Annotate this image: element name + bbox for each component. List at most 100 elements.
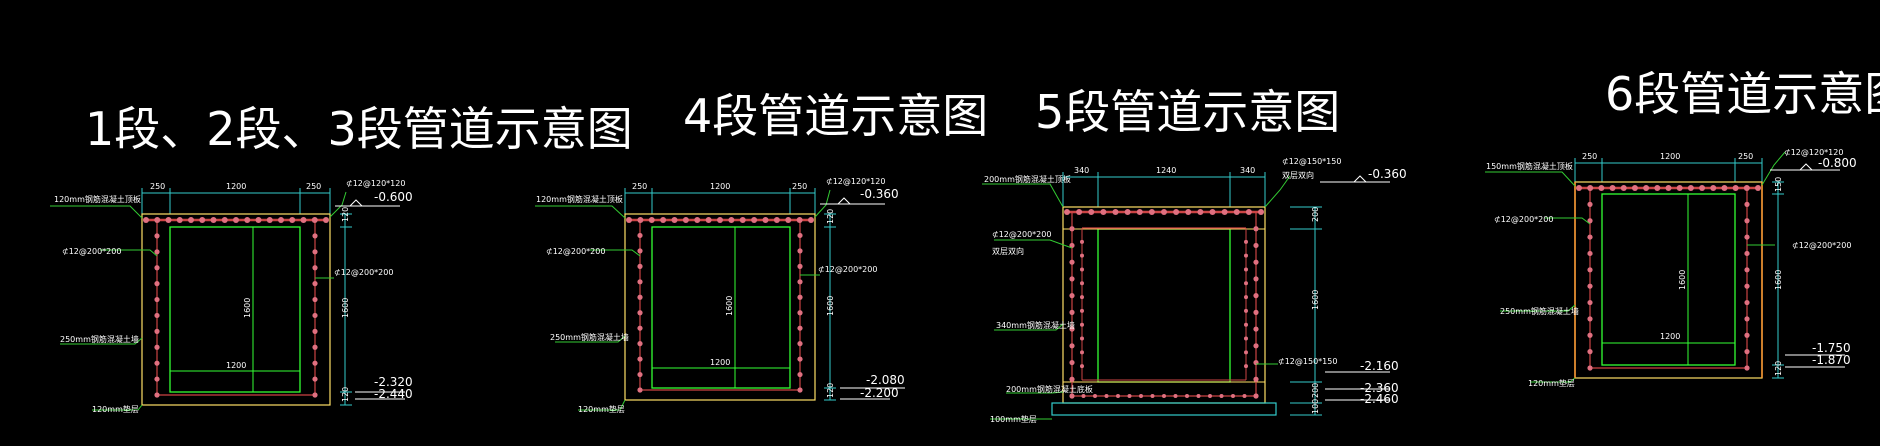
rebar-dot [1253, 309, 1259, 315]
rebar-dot [165, 217, 172, 223]
dim-top-mid: 1200 [1660, 152, 1680, 161]
elev-bottom-2: -2.200 [860, 386, 899, 400]
concrete-outline [624, 213, 816, 401]
rebar-dot [637, 263, 643, 269]
diagram-title: 6段管道示意图 [1605, 67, 1880, 121]
rebar-dot [682, 217, 689, 223]
rebar-dot [233, 217, 239, 223]
rebar-dot [1244, 267, 1248, 272]
rebar-dot [797, 279, 803, 285]
dim-inner-w: 1200 [226, 361, 246, 370]
rebar-group [1576, 185, 1761, 371]
rebar-group [626, 217, 814, 393]
section-diagram-3: 5段管道示意图 340 1240 340 200 1600 200 100 [982, 85, 1407, 424]
rebar-dot [312, 312, 318, 319]
rebar-dot [311, 217, 318, 223]
rebar-dot [1221, 209, 1228, 215]
rebar-dot [1587, 218, 1593, 224]
rebar-dot [154, 281, 160, 287]
rebar-dot [773, 217, 780, 223]
dim-right-mid: 1600 [341, 298, 350, 318]
rebar-dot [199, 217, 206, 223]
rebar-dot [1185, 394, 1189, 398]
rebar-dot [1069, 343, 1075, 349]
rebar-dot [637, 248, 643, 254]
rebar-dot [1080, 350, 1084, 355]
rebar-dot [1080, 322, 1084, 327]
rebar-dot [1755, 185, 1761, 191]
rebar-dot [1244, 295, 1248, 300]
label-wall: 340mm钢筋混凝土墙 [996, 320, 1075, 330]
rebar-dot [1654, 185, 1661, 191]
label-cushion: 100mm垫层 [990, 414, 1037, 424]
rebar-dot [1665, 185, 1672, 191]
dim-top-right: 340 [1240, 166, 1255, 175]
rebar-dot [1253, 276, 1259, 282]
elev-top: -0.360 [860, 187, 899, 201]
dim-right-bot: 120 [826, 383, 835, 398]
rebar-dot [1209, 209, 1216, 215]
concrete-outline [141, 213, 331, 406]
rebar-dot [739, 217, 746, 223]
rebar-dot [1732, 185, 1739, 191]
rebar-dot [1253, 376, 1259, 382]
rebar-dot [637, 387, 643, 393]
section-diagram-2: 4段管道示意图 250 1200 250 120 1600 120 1600 1… [535, 89, 988, 414]
rebar-dot [1069, 293, 1075, 299]
rebar-dot [1150, 394, 1155, 398]
rebar-dot [1127, 394, 1132, 398]
rebar-dot [797, 356, 803, 362]
rebar-dot [1253, 343, 1259, 349]
rebar-dot [1093, 394, 1097, 398]
rebar-dot [1245, 209, 1252, 215]
rebar-dot [797, 341, 803, 347]
rebar-dot [1598, 185, 1605, 191]
rebar-dot [808, 217, 814, 223]
dim-top-mid: 1200 [710, 182, 730, 191]
rebar-dot [1744, 201, 1750, 207]
elev-bottom-1: -2.160 [1360, 359, 1399, 373]
dim-top-mid: 1200 [226, 182, 246, 191]
rebar-dot [1587, 201, 1593, 207]
dim-top-mid: 1240 [1156, 166, 1176, 175]
rebar-dot [1244, 239, 1248, 244]
elev-top: -0.360 [1368, 167, 1407, 181]
rebar-dot [1139, 394, 1143, 398]
label-top-slab: 120mm钢筋混凝土顶板 [54, 194, 141, 204]
rebar-dot [1587, 349, 1593, 355]
rebar-dot [1576, 185, 1582, 191]
label-side-rebar-right: ⊄12@150*150 [1278, 357, 1337, 366]
rebar-dot [1162, 394, 1166, 398]
label-side-rebar-left: ⊄12@200*200 [62, 247, 121, 256]
rebar-dot [660, 217, 667, 223]
rebar-dot [1076, 209, 1083, 215]
dim-inner-h: 1600 [725, 296, 734, 316]
rebar-dot [289, 217, 296, 223]
rebar-dot [797, 310, 803, 316]
dim-right-mid: 1600 [1311, 290, 1320, 310]
rebar-dot [1185, 209, 1192, 215]
label-bottom: 200mm钢筋混凝土底板 [1006, 384, 1093, 394]
rebar-dot [1069, 259, 1075, 265]
rebar-dot [154, 328, 160, 334]
rebar-dot [1231, 394, 1235, 398]
rebar-dot [1173, 394, 1178, 398]
rebar-dot [1069, 359, 1075, 366]
rebar-dot [1244, 281, 1248, 286]
rebar-dot [1699, 185, 1706, 191]
rebar-dot [1242, 394, 1247, 398]
rebar-dot [1100, 209, 1107, 215]
label-side-rebar-right: ⊄12@200*200 [334, 268, 393, 277]
inner-box [169, 226, 301, 393]
rebar-dot [1587, 299, 1593, 306]
rebar-dot [1244, 364, 1248, 369]
rebar-dot [1710, 185, 1717, 191]
rebar-dot [1080, 364, 1084, 369]
label-bottom: 120mm垫层 [92, 404, 139, 414]
dim-top-left: 250 [1582, 152, 1597, 161]
label-side-rebar-left: ⊄12@200*200 [546, 247, 605, 256]
elev-bottom-2: -2.440 [374, 387, 413, 401]
rebar-dot [154, 265, 160, 271]
